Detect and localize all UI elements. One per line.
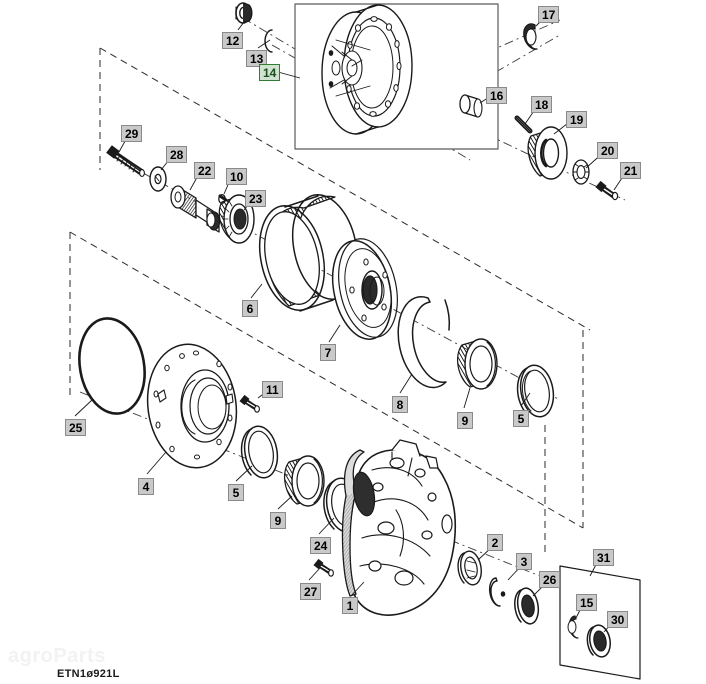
- part-11-cap-screw: [239, 394, 260, 413]
- part-10-pin: [218, 193, 228, 205]
- callout-stud-bolt-29[interactable]: 29: [121, 125, 143, 142]
- callout-bearing-cone-23[interactable]: 23: [245, 190, 267, 207]
- callout-axle-housing-1[interactable]: 1: [342, 597, 358, 614]
- part-7-planet-carrier: [331, 238, 398, 341]
- part-29-stud-bolt: [106, 145, 145, 177]
- part-4-hub-flange: [146, 343, 238, 469]
- part-19-gear: [527, 126, 568, 180]
- callout-washer-28[interactable]: 28: [166, 146, 188, 163]
- callout-wheel-hub-assembly-14[interactable]: 14: [259, 64, 281, 81]
- part-1-axle-housing: [341, 439, 457, 616]
- callout-seal-30[interactable]: 30: [607, 611, 629, 628]
- part-21-cap-screw: [595, 180, 619, 201]
- callout-cap-screw-21[interactable]: 21: [620, 162, 642, 179]
- part-28-washer: [149, 166, 167, 192]
- callout-o-ring-25[interactable]: 25: [65, 419, 87, 436]
- callout-gear-19[interactable]: 19: [566, 111, 588, 128]
- part-8-snap-ring-large: [397, 296, 451, 389]
- part-12-seal-ring: [235, 2, 253, 24]
- callout-snap-ring-large-8[interactable]: 8: [392, 396, 408, 413]
- callout-planet-carrier-7[interactable]: 7: [320, 344, 336, 361]
- parts-artwork: [78, 2, 641, 680]
- part-9-bearing-cone-lower: [283, 455, 325, 507]
- callout-bearing-cone-9[interactable]: 9: [457, 412, 473, 429]
- callout-bearing-cup-5[interactable]: 5: [513, 410, 529, 427]
- part-13-snap-ring: [264, 29, 273, 53]
- part-27-cap-screw: [313, 558, 334, 577]
- callout-hub-flange-4[interactable]: 4: [138, 478, 154, 495]
- callout-snap-ring-3[interactable]: 3: [516, 553, 532, 570]
- callout-bearing-2[interactable]: 2: [487, 534, 503, 551]
- callout-snap-ring-13[interactable]: 13: [246, 50, 268, 67]
- callout-cap-screw-11[interactable]: 11: [262, 381, 283, 398]
- callout-retaining-ring-17[interactable]: 17: [538, 6, 560, 23]
- part-15-o-ring: [567, 615, 579, 639]
- part-17-retaining-ring: [523, 23, 538, 50]
- part-5-bearing-cup-lower: [240, 425, 279, 479]
- part-9-bearing-cone: [456, 338, 498, 390]
- callout-o-ring-15[interactable]: 15: [576, 594, 598, 611]
- construction-dashed-lines: [69, 47, 591, 552]
- callout-pin-10[interactable]: 10: [226, 168, 248, 185]
- part-16-bushing: [459, 94, 483, 118]
- part-26-seal-ring: [514, 587, 540, 625]
- callout-bearing-cone-9[interactable]: 9: [270, 512, 286, 529]
- callout-seal-ring-12[interactable]: 12: [222, 32, 244, 49]
- callout-splined-shaft-22[interactable]: 22: [194, 162, 216, 179]
- part-25-o-ring: [78, 317, 146, 415]
- part-5-bearing-cup: [516, 364, 555, 418]
- part-2-bearing: [457, 550, 482, 586]
- callout-bushing-16[interactable]: 16: [486, 87, 508, 104]
- callout-cap-screw-27[interactable]: 27: [300, 583, 322, 600]
- callout-seal-24[interactable]: 24: [310, 537, 332, 554]
- part-30-seal: [586, 624, 611, 658]
- part-20-lock-washer: [572, 159, 590, 185]
- callout-lock-washer-20[interactable]: 20: [597, 142, 619, 159]
- part-22-splined-shaft: [170, 185, 221, 233]
- callout-seal-kit-31[interactable]: 31: [593, 549, 615, 566]
- callout-ring-gear-6[interactable]: 6: [242, 300, 258, 317]
- callout-seal-ring-26[interactable]: 26: [539, 571, 561, 588]
- part-18-dowel-pin: [514, 115, 533, 134]
- part-3-snap-ring: [488, 577, 506, 607]
- part-code-text: ETN1ø921L: [57, 668, 120, 680]
- watermark-text: agroParts: [8, 645, 106, 667]
- callout-dowel-pin-18[interactable]: 18: [531, 96, 553, 113]
- callout-bearing-cup-5[interactable]: 5: [228, 484, 244, 501]
- part-14-wheel-hub: [321, 4, 413, 135]
